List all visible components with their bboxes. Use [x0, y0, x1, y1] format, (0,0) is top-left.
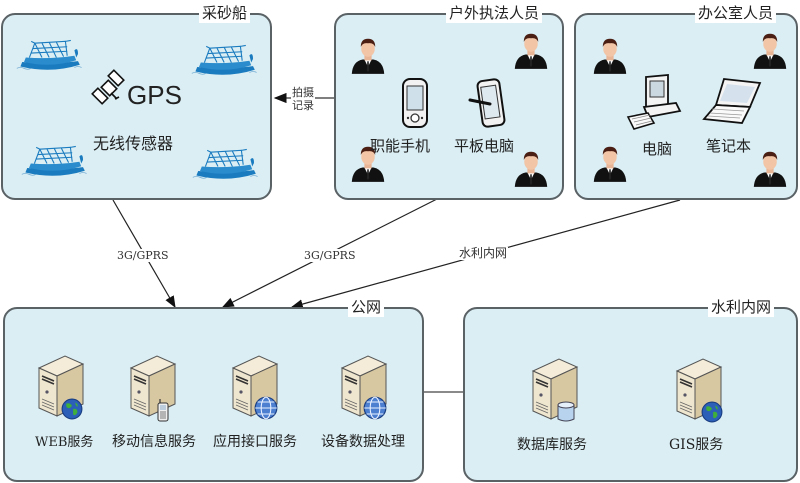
desktop-pc-icon — [626, 74, 682, 130]
edge-label-boats-3g: 3G/GPRS — [116, 249, 170, 262]
field-staff-group: 户外执法人员 职能手机 平板电脑 — [334, 3, 564, 200]
network-globe-icon — [254, 396, 278, 420]
water-intranet-group: 水利内网 数据库服务 GIS服务 — [463, 297, 798, 482]
wireless-sensor-label: 无线传感器 — [93, 134, 174, 153]
smartphone-icon — [402, 78, 428, 128]
network-globe-icon — [363, 396, 387, 420]
tablet-label: 平板电脑 — [454, 137, 515, 155]
satellite-icon — [91, 69, 125, 105]
server-gis — [673, 357, 733, 429]
water-intranet-title: 水利内网 — [707, 297, 774, 317]
server-mobile-info-label: 移动信息服务 — [112, 434, 196, 450]
boat-icon — [191, 146, 263, 188]
capture-label-line2: 记录 — [292, 99, 314, 112]
person-icon — [592, 35, 628, 75]
globe-icon — [701, 401, 723, 423]
server-device-data — [338, 354, 398, 426]
laptop-label: 笔记本 — [706, 137, 752, 155]
person-icon — [513, 148, 549, 188]
server-api — [229, 354, 289, 426]
office-staff-title: 办公室人员 — [694, 3, 776, 23]
sand-boats-group: 采砂船 GPS 无线传感器 — [1, 3, 272, 200]
server-api-label: 应用接口服务 — [213, 434, 297, 450]
person-icon — [752, 30, 788, 70]
globe-icon — [61, 398, 83, 420]
server-database — [529, 357, 589, 429]
public-network-group: 公网 WEB服务 移动信息服务 应用接口服务 设备数据处理 — [3, 297, 424, 482]
server-device-data-label: 设备数据处理 — [321, 434, 405, 450]
boat-icon — [15, 37, 87, 79]
capture-label-line1: 拍摄 — [292, 86, 314, 99]
boat-icon — [20, 143, 92, 185]
pc-label: 电脑 — [642, 140, 673, 158]
sand-boats-title: 采砂船 — [198, 3, 250, 23]
database-icon — [557, 401, 575, 423]
gps-label: GPS — [127, 80, 182, 110]
server-icon — [127, 354, 179, 420]
person-icon — [350, 35, 386, 75]
person-icon — [752, 148, 788, 188]
server-mobile-info — [127, 354, 187, 426]
mobile-phone-icon — [157, 398, 169, 422]
office-staff-group: 办公室人员 电脑 笔记本 — [574, 3, 798, 200]
edge-label-field-3g: 3G/GPRS — [303, 249, 357, 262]
edge-label-office-intranet: 水利内网 — [458, 246, 509, 260]
server-web-label: WEB服务 — [35, 435, 94, 450]
person-icon — [592, 143, 628, 183]
server-database-label: 数据库服务 — [517, 437, 587, 453]
field-staff-title: 户外执法人员 — [445, 3, 542, 23]
public-network-title: 公网 — [347, 297, 384, 317]
smartphone-label: 职能手机 — [370, 137, 431, 155]
person-icon — [513, 30, 549, 70]
tablet-icon — [468, 78, 506, 128]
edge-label-capture-record: 拍摄 记录 — [291, 86, 315, 112]
laptop-icon — [702, 78, 762, 124]
boat-icon — [190, 42, 262, 84]
server-web — [35, 354, 95, 426]
server-gis-label: GIS服务 — [669, 437, 724, 453]
